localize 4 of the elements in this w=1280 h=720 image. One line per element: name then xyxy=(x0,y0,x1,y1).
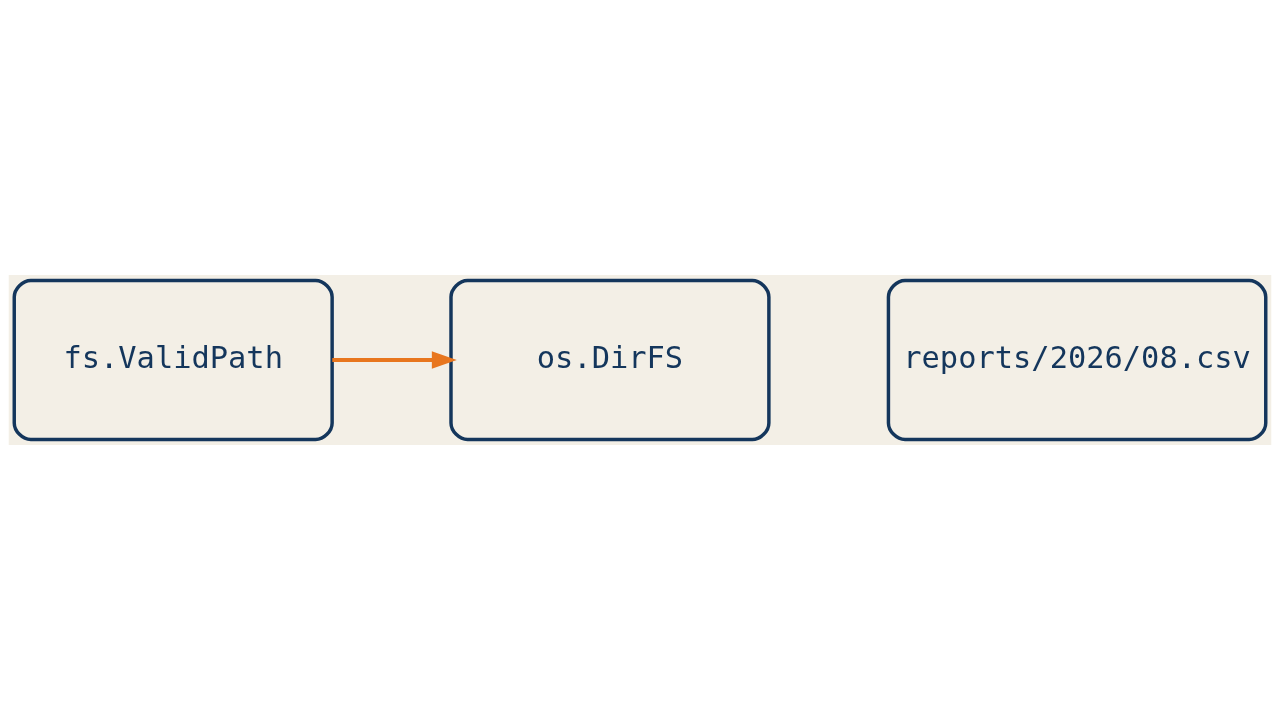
node-box: os.DirFS xyxy=(449,278,771,442)
node-box: fs.ValidPath xyxy=(12,278,334,442)
arrow xyxy=(332,351,457,369)
node-box: reports/2026/08.csv xyxy=(886,278,1268,442)
